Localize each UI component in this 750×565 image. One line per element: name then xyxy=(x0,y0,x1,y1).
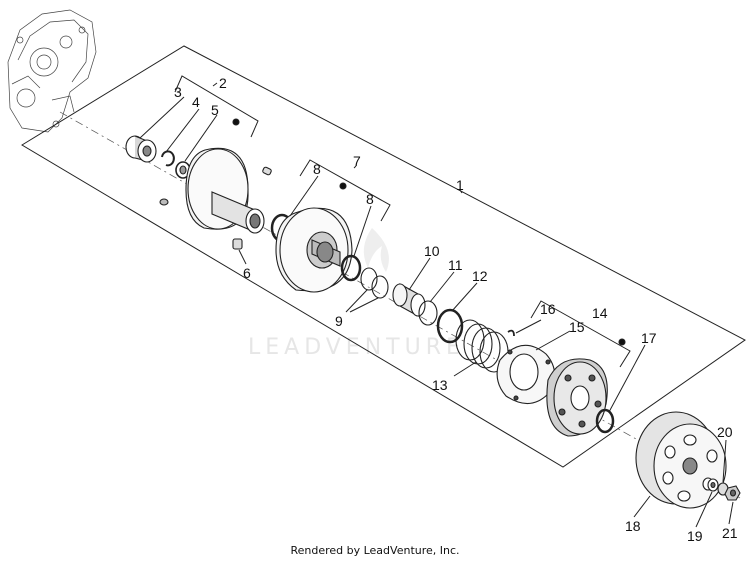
callout-2: 2 xyxy=(219,75,227,91)
callout-15: 15 xyxy=(569,319,585,335)
clutch-spring xyxy=(455,319,509,373)
bracket-2 xyxy=(174,75,259,138)
clutch-ring-part xyxy=(595,408,615,434)
roller-part xyxy=(232,238,243,250)
callout-10: 10 xyxy=(424,243,440,259)
clutch-assembly xyxy=(546,338,626,437)
callout-numbers: 1 2 3 4 5 6 7 8 8 9 10 11 12 13 14 15 16… xyxy=(174,75,738,544)
callout-19: 19 xyxy=(687,528,703,544)
crankcase-outline xyxy=(7,9,97,133)
guide-ring-part xyxy=(360,267,389,299)
seal-ring-part xyxy=(175,161,191,179)
assembly-frame-1 xyxy=(21,45,746,468)
callout-16: 16 xyxy=(540,301,556,317)
callout-6: 6 xyxy=(243,265,251,281)
bracket-14 xyxy=(530,300,631,368)
callout-7: 7 xyxy=(353,153,361,169)
callout-20: 20 xyxy=(717,424,733,440)
callout-9: 9 xyxy=(335,313,343,329)
watermark-logo xyxy=(363,228,389,272)
spring-o-ring xyxy=(436,308,464,344)
callout-8-upper: 8 xyxy=(313,161,321,177)
o-ring-lower xyxy=(340,254,362,282)
leader-lines xyxy=(139,82,734,528)
footer-credit: Rendered by LeadVenture, Inc. xyxy=(290,544,460,557)
watermark-text: LEADVENTURE xyxy=(248,335,465,360)
fixed-pulley-half xyxy=(185,118,265,234)
circlip-part xyxy=(161,150,175,167)
bracket-7 xyxy=(299,159,391,222)
callout-18: 18 xyxy=(625,518,641,534)
callout-1: 1 xyxy=(456,177,464,193)
washer-part xyxy=(707,478,719,492)
callout-3: 3 xyxy=(174,84,182,100)
callout-21: 21 xyxy=(722,525,738,541)
bearing-part xyxy=(125,135,157,163)
callout-12: 12 xyxy=(472,268,488,284)
bushing-part xyxy=(392,283,426,317)
movable-pulley-half xyxy=(275,182,353,293)
callout-8-lower: 8 xyxy=(366,191,374,207)
clutch-bell xyxy=(635,411,727,509)
callout-4: 4 xyxy=(192,94,200,110)
callout-14: 14 xyxy=(592,305,608,321)
slider-pin-part xyxy=(159,166,272,206)
callout-5: 5 xyxy=(211,102,219,118)
small-clip-part xyxy=(507,329,515,337)
clutch-plate-part xyxy=(496,344,556,405)
callout-13: 13 xyxy=(432,377,448,393)
spring-seat-ring xyxy=(418,300,438,326)
callout-17: 17 xyxy=(641,330,657,346)
nut-part xyxy=(724,485,741,501)
callout-11: 11 xyxy=(448,257,463,273)
